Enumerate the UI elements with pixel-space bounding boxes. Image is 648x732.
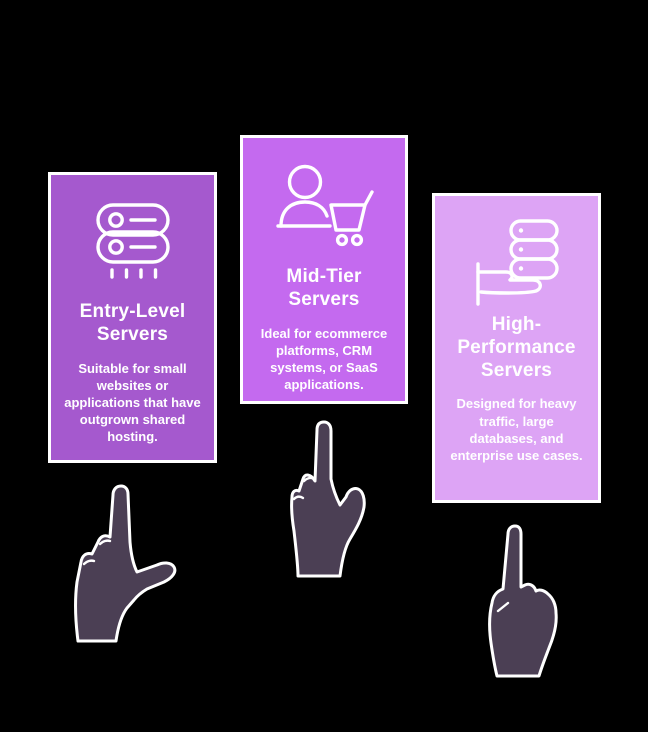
- person-shopping-cart-icon: [274, 160, 374, 252]
- card-mid-tier-servers: Mid-Tier Servers Ideal for ecommerce pla…: [240, 135, 408, 404]
- card-description: Ideal for ecommerce platforms, CRM syste…: [260, 325, 388, 393]
- pointing-hand-right: [469, 523, 565, 679]
- card-high-performance-servers: High-Performance Servers Designed for he…: [432, 193, 601, 503]
- hand-with-server-stack-icon: [469, 216, 565, 306]
- card-entry-level-servers: Entry-Level Servers Suitable for small w…: [48, 172, 217, 463]
- server-stack-icon: [91, 199, 175, 281]
- card-title: Entry-Level Servers: [79, 301, 186, 345]
- card-description: Designed for heavy traffic, large databa…: [450, 396, 583, 463]
- card-title: High-Performance Servers: [457, 314, 576, 381]
- card-title: Mid-Tier Servers: [286, 266, 362, 310]
- pointing-hand-middle: [287, 419, 370, 579]
- card-description: Suitable for small websites or applicati…: [64, 360, 201, 445]
- pointing-hand-left: [73, 482, 180, 644]
